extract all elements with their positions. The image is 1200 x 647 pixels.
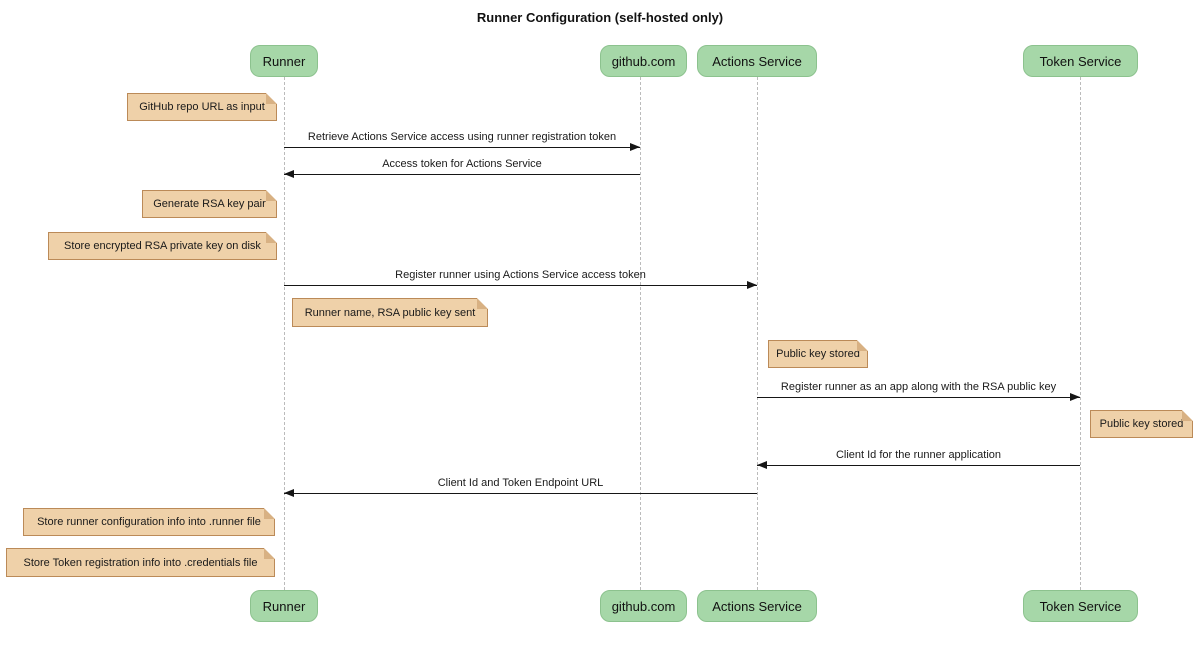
note-github-repo-url: GitHub repo URL as input — [127, 93, 277, 121]
note-text: Public key stored — [1099, 418, 1184, 430]
note-store-encrypted-rsa-private-key: Store encrypted RSA private key on disk — [48, 232, 277, 260]
message-6-arrowhead-icon — [284, 489, 294, 497]
message-6-line — [284, 493, 757, 494]
actor-token-service-label: Token Service — [1039, 53, 1122, 69]
actor-actions-service-label: Actions Service — [712, 53, 802, 69]
actor-runner-top: Runner — [250, 45, 318, 77]
actor-github-top: github.com — [600, 45, 687, 77]
actor-token-service-bottom: Token Service — [1023, 590, 1138, 622]
lifeline-token-service — [1080, 77, 1081, 590]
message-2-arrowhead-icon — [284, 170, 294, 178]
actor-actions-service-top: Actions Service — [697, 45, 817, 77]
actor-github-bottom: github.com — [600, 590, 687, 622]
note-fold-corner-icon — [264, 548, 275, 559]
lifeline-actions-service — [757, 77, 758, 590]
actor-actions-service-bottom: Actions Service — [697, 590, 817, 622]
actor-github-label: github.com — [611, 53, 676, 69]
message-1-arrowhead-icon — [630, 143, 640, 151]
note-store-token-registration: Store Token registration info into .cred… — [6, 548, 275, 577]
note-text: Generate RSA key pair — [153, 198, 266, 210]
note-text: Store Token registration info into .cred… — [23, 556, 258, 569]
message-4-line — [757, 397, 1080, 398]
note-fold-corner-icon — [1182, 410, 1193, 421]
note-fold-corner-icon — [266, 190, 277, 201]
lifeline-github — [640, 77, 641, 590]
note-text: Store encrypted RSA private key on disk — [64, 240, 261, 252]
message-3-line — [284, 285, 757, 286]
actor-token-service-top: Token Service — [1023, 45, 1138, 77]
note-text: Runner name, RSA public key sent — [304, 306, 476, 319]
note-runner-name-rsa-public-key: Runner name, RSA public key sent — [292, 298, 488, 327]
note-fold-corner-icon — [264, 508, 275, 519]
message-3-label: Register runner using Actions Service ac… — [395, 269, 646, 281]
note-text: Store runner configuration info into .ru… — [37, 516, 261, 528]
lifeline-runner — [284, 77, 285, 590]
note-public-key-stored-token: Public key stored — [1090, 410, 1193, 438]
message-6-label: Client Id and Token Endpoint URL — [437, 477, 604, 489]
message-3-arrowhead-icon — [747, 281, 757, 289]
message-4-label: Register runner as an app along with the… — [780, 381, 1057, 393]
note-generate-rsa-key-pair: Generate RSA key pair — [142, 190, 277, 218]
note-fold-corner-icon — [857, 340, 868, 351]
message-2-label: Access token for Actions Service — [382, 158, 542, 170]
actor-runner-bottom: Runner — [250, 590, 318, 622]
message-5-arrowhead-icon — [757, 461, 767, 469]
note-public-key-stored-actions: Public key stored — [768, 340, 868, 368]
note-text: Public key stored — [776, 348, 860, 360]
message-1-label: Retrieve Actions Service access using ru… — [307, 131, 617, 143]
message-4-arrowhead-icon — [1070, 393, 1080, 401]
actor-github-label: github.com — [611, 598, 676, 614]
actor-token-service-label: Token Service — [1039, 598, 1122, 614]
actor-runner-label: Runner — [262, 53, 306, 69]
note-fold-corner-icon — [266, 232, 277, 243]
message-5-line — [757, 465, 1080, 466]
message-2-line — [284, 174, 640, 175]
note-text: GitHub repo URL as input — [139, 101, 265, 113]
note-fold-corner-icon — [266, 93, 277, 104]
diagram-title: Runner Configuration (self-hosted only) — [476, 10, 724, 25]
actor-actions-service-label: Actions Service — [712, 598, 802, 614]
message-1-line — [284, 147, 640, 148]
note-store-runner-configuration: Store runner configuration info into .ru… — [23, 508, 275, 536]
actor-runner-label: Runner — [262, 598, 306, 614]
message-5-label: Client Id for the runner application — [835, 449, 1002, 461]
note-fold-corner-icon — [477, 298, 488, 309]
